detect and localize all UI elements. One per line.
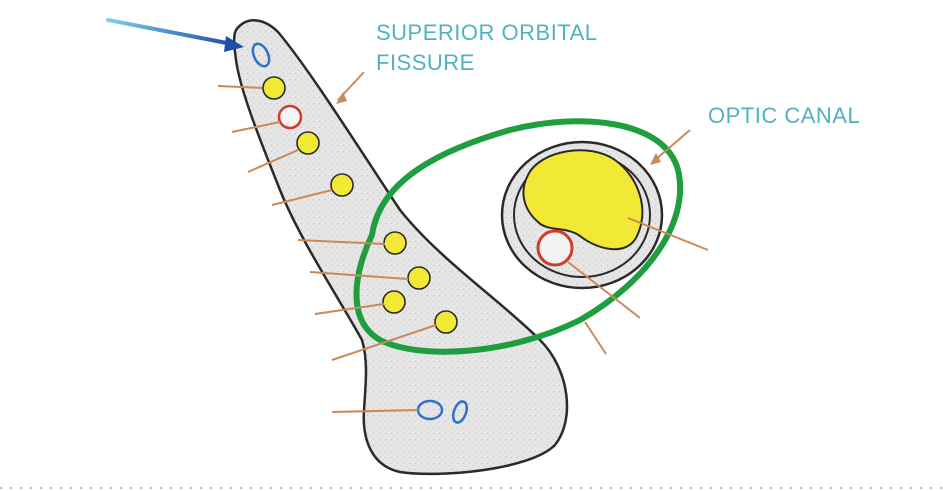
leader-line <box>309 271 409 280</box>
vein-outline-lower-right <box>451 400 469 424</box>
nerve-circle <box>407 266 431 290</box>
vessel-ring <box>277 104 303 130</box>
leader-line <box>331 409 419 413</box>
leader-line <box>331 324 437 361</box>
nerve-circle <box>296 131 320 155</box>
label-superior-orbital-fissure-line1: SUPERIOR ORBITAL <box>376 20 598 45</box>
nerve-circles <box>262 76 458 334</box>
fissure-leader-arrowhead <box>336 92 347 104</box>
leader-line <box>297 239 386 245</box>
leader-line <box>567 261 641 319</box>
leader-line <box>314 303 385 315</box>
leader-lines <box>217 71 709 413</box>
vein-outline-top <box>251 42 271 68</box>
optic-canal-leader-arrowhead <box>650 153 661 165</box>
nerve-circle <box>434 310 458 334</box>
nerve-circle <box>383 231 407 255</box>
ophthalmic-artery-ring <box>536 229 574 267</box>
nerve-circle <box>262 76 286 100</box>
leader-line <box>231 121 281 133</box>
label-optic-canal: OPTIC CANAL <box>708 103 861 128</box>
erased-label-patch <box>605 345 805 385</box>
label-superior-orbital-fissure-line2: FISSURE <box>376 50 475 75</box>
nerve-circle <box>330 173 354 197</box>
leader-line <box>247 149 299 173</box>
arrow-icon <box>106 18 244 52</box>
erased-label-patch <box>716 232 892 276</box>
leader-line-optic-canal <box>654 129 691 161</box>
leader-line <box>271 189 333 206</box>
leader-line <box>217 85 263 89</box>
optic-nerve-shape <box>522 149 644 251</box>
nerve-circle <box>382 290 406 314</box>
common-tendinous-ring <box>353 118 684 355</box>
leader-line <box>627 217 709 251</box>
